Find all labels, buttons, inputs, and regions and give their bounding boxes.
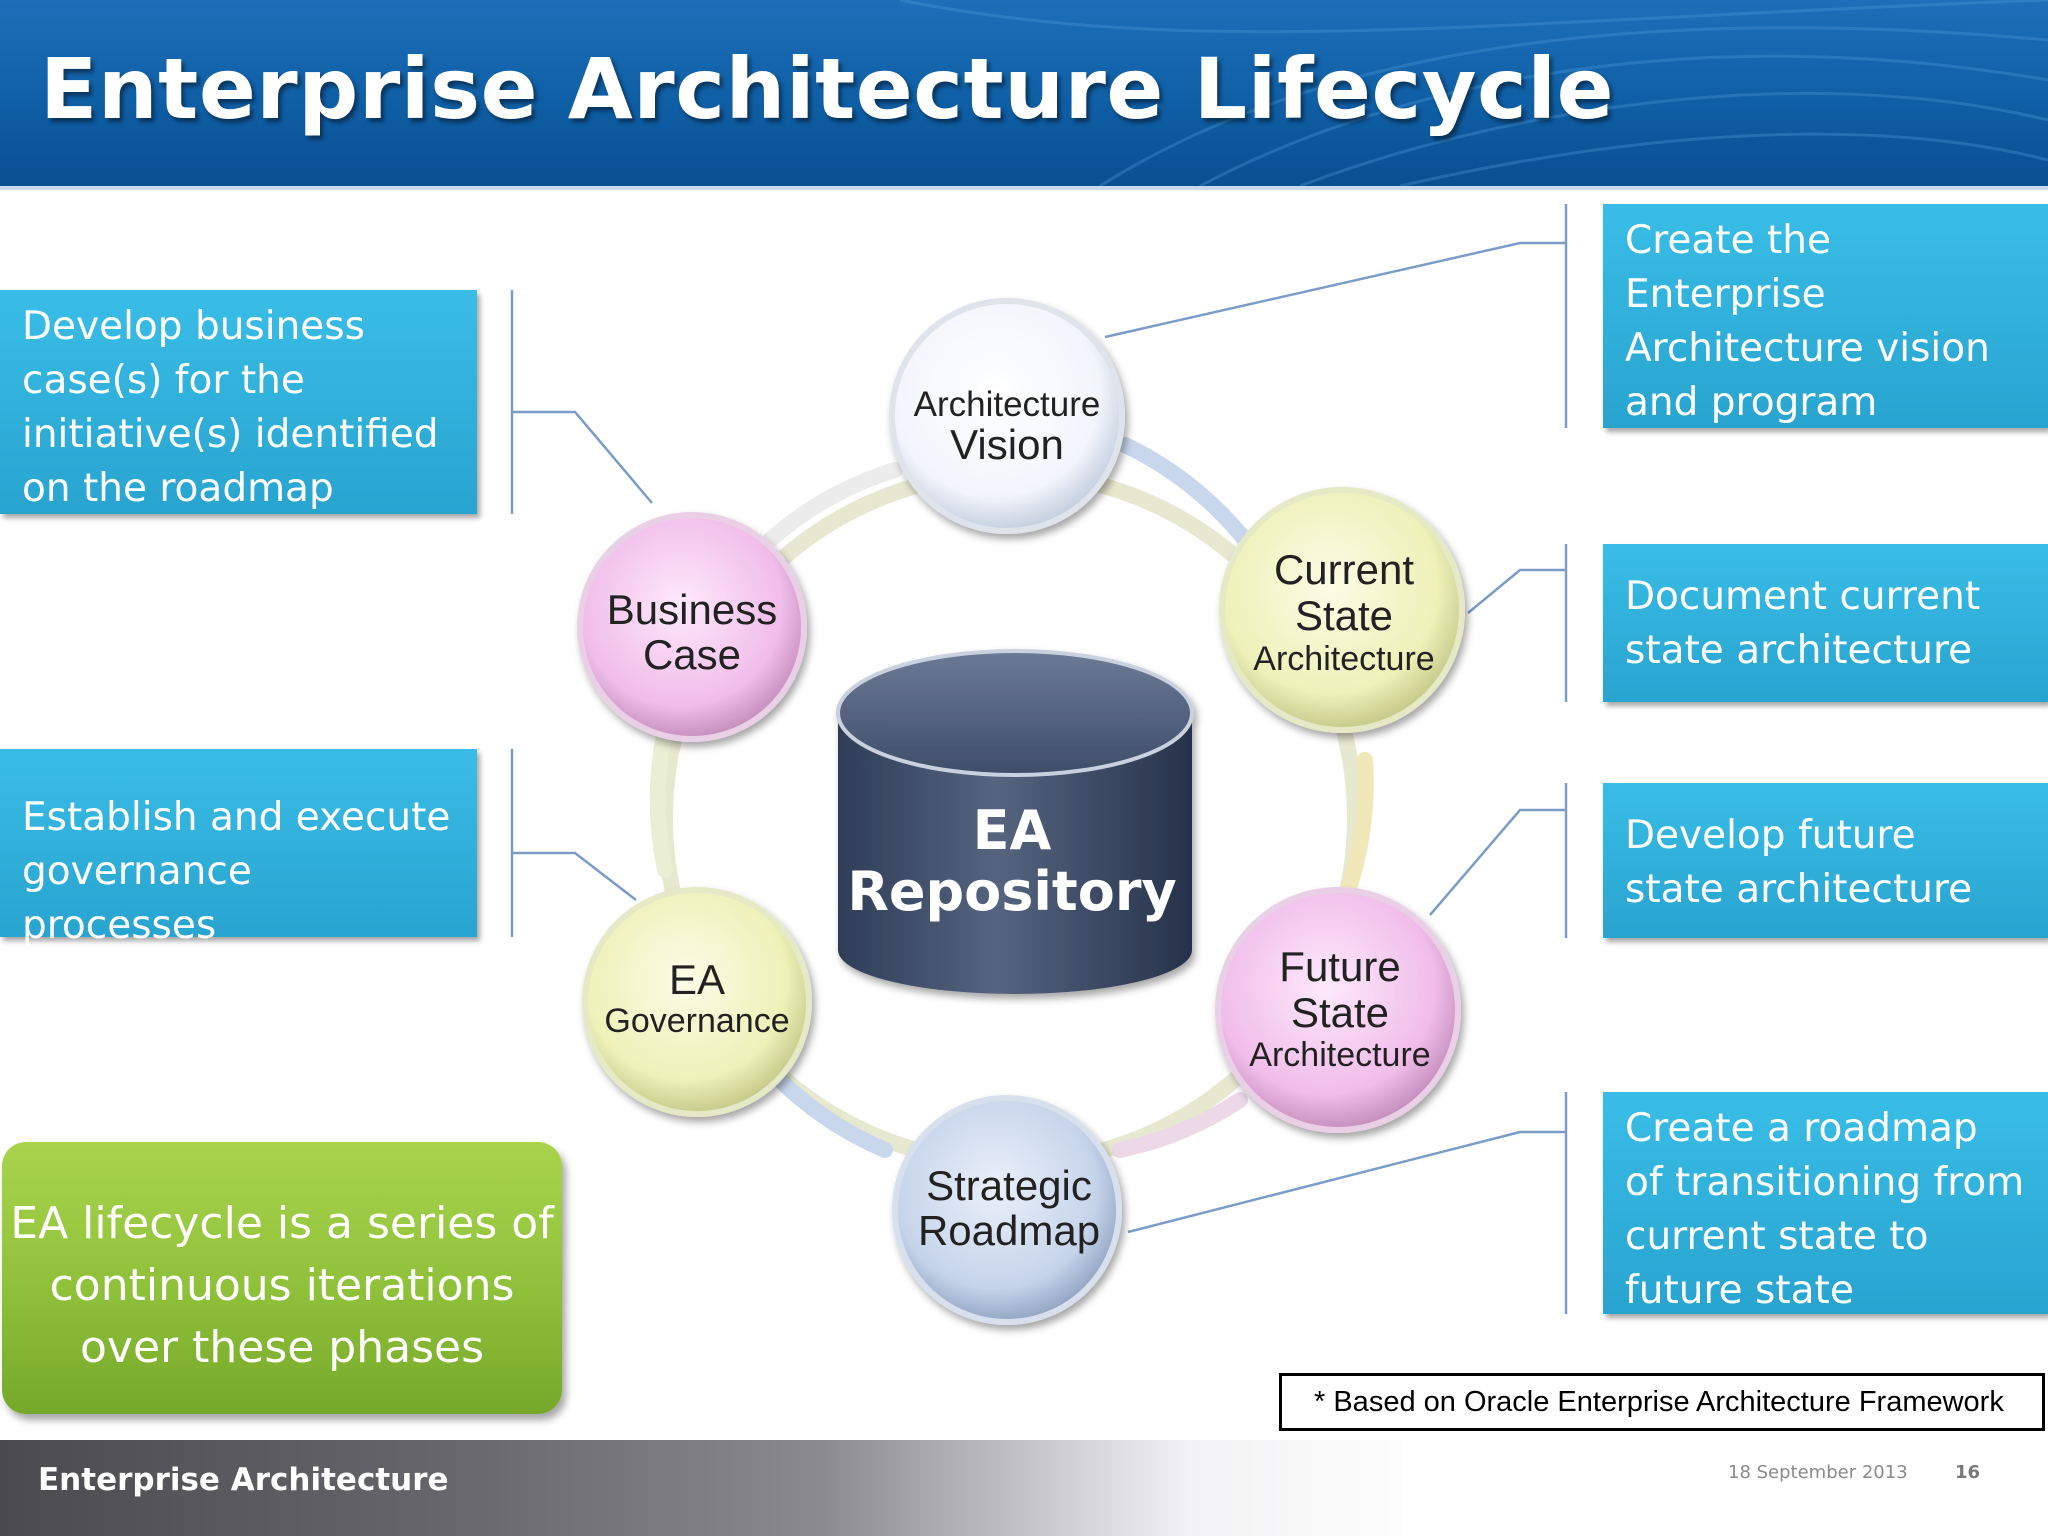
callout-strategic-roadmap: Create a roadmap of transitioning from c… — [1603, 1092, 2048, 1314]
footer-date: 18 September 2013 — [1728, 1462, 1908, 1483]
callout-connectors — [510, 204, 1568, 1314]
phase-ea-governance: EA Governance — [582, 887, 812, 1117]
callout-ea-governance: Establish and execute governance process… — [0, 749, 477, 948]
connector-strategic-roadmap — [1127, 1092, 1568, 1314]
phase-business-case: Business Case — [577, 512, 807, 742]
phase-label: Current — [1274, 546, 1414, 593]
lifecycle-diagram: EA Repository Architecture Vision Curren… — [510, 204, 1568, 1325]
ea-repository: EA Repository — [836, 649, 1194, 994]
phase-architecture-vision: Architecture Vision — [889, 298, 1125, 534]
phase-label: State — [1291, 989, 1389, 1036]
source-footnote: * Based on Oracle Enterprise Architectur… — [1279, 1373, 2045, 1431]
phase-label: Governance — [604, 1002, 789, 1040]
header-wave-decoration — [899, 0, 2048, 186]
phase-label: Strategic — [926, 1162, 1092, 1209]
footer-title: Enterprise Architecture — [38, 1462, 449, 1498]
phase-label: Vision — [950, 421, 1064, 468]
repository-label-line1: EA — [973, 799, 1052, 862]
phase-label: Architecture — [1253, 640, 1434, 678]
phase-label: State — [1295, 592, 1393, 639]
phase-label: Future — [1279, 943, 1400, 990]
connector-future-state — [1429, 783, 1568, 938]
header-banner: Enterprise Architecture Lifecycle — [0, 0, 2048, 186]
header-divider — [0, 186, 2048, 190]
footer-bar: Enterprise Architecture 18 September 201… — [0, 1440, 2048, 1536]
phase-label: Case — [643, 631, 741, 678]
callout-business-case: Develop business case(s) for the initiat… — [0, 290, 477, 514]
phase-label: Architecture — [1249, 1036, 1430, 1074]
connector-business-case — [510, 290, 653, 514]
phase-label: Roadmap — [918, 1207, 1100, 1254]
callout-current-state: Document current state architecture — [1603, 544, 2048, 702]
phase-current-state: Current State Architecture — [1219, 487, 1465, 733]
callout-future-state: Develop future state architecture — [1603, 783, 2048, 938]
connector-ea-governance — [510, 749, 637, 937]
callout-architecture-vision: Create the Enterprise Architecture visio… — [1603, 204, 2048, 479]
phase-label: Business — [607, 586, 777, 633]
summary-box: EA lifecycle is a series of continuous i… — [2, 1142, 562, 1414]
phase-label: EA — [669, 956, 725, 1003]
phase-label: Architecture — [914, 385, 1101, 424]
phase-future-state: Future State Architecture — [1215, 887, 1461, 1133]
page-title: Enterprise Architecture Lifecycle — [40, 40, 1615, 138]
connector-current-state — [1467, 544, 1568, 702]
phase-strategic-roadmap: Strategic Roadmap — [892, 1095, 1122, 1325]
connector-architecture-vision — [1104, 204, 1568, 428]
repository-label-line2: Repository — [847, 860, 1176, 923]
page-number: 16 — [1955, 1462, 1981, 1483]
